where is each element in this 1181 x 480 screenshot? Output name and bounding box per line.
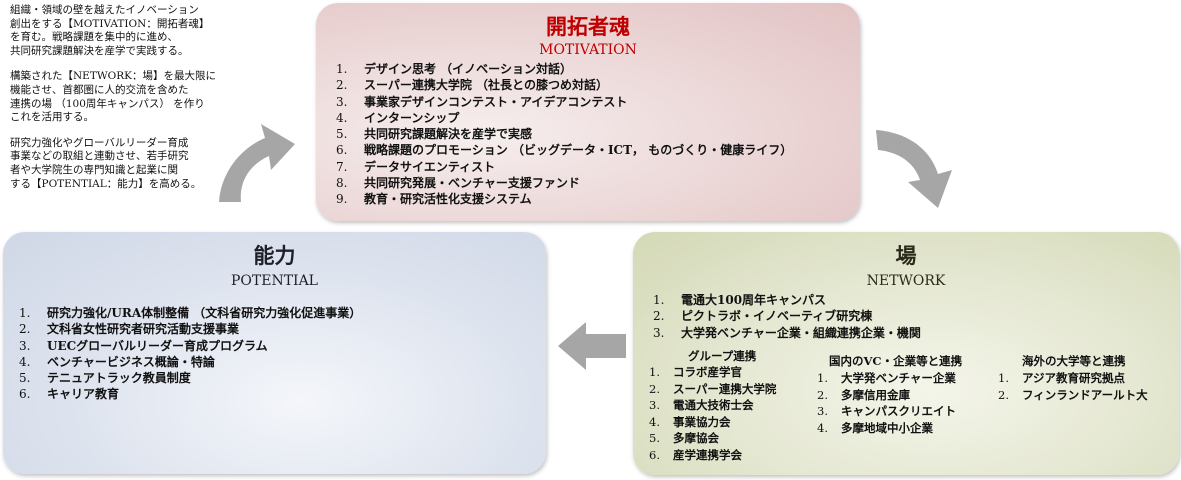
list-item: 1.アジア教育研究拠点 [998, 371, 1126, 385]
domestic-heading: 国内のVC・企業等と連携 [829, 354, 963, 368]
intro-text: 組織・領域の壁を越えたイノベーション 創出をする【MOTIVATION：開拓者魂… [10, 4, 260, 203]
arrow-to-potential-icon [558, 322, 626, 370]
list-item: 2.文科省女性研究者研究活動支援事業 [19, 322, 240, 337]
list-item: 4.事業協力会 [649, 414, 731, 429]
intro-line: これを活用する。 [10, 111, 94, 124]
arrow-shape [219, 124, 295, 202]
intro-line: 者や大学院生の専門知識と起業に関 [10, 163, 178, 176]
list-item: 5.多摩協会 [649, 431, 719, 445]
arrow-to-network-icon [876, 130, 952, 208]
intro-line: を育む。戦略課題を集中的に進め、 [10, 31, 178, 44]
network-title: 場 [895, 243, 917, 268]
arrow-shape [558, 322, 626, 370]
network-box: 場 NETWORK 1.電通大100周年キャンパス 2.ピクトラボ・イノベーティ… [633, 232, 1179, 475]
intro-paragraph: 構築された【NETWORK：場】を最大限に 機能させ、首都圏に人的交流を含めた … [10, 70, 260, 124]
list-item: 2.スーパー連携大学院 [649, 381, 777, 396]
intro-line: 構築された【NETWORK：場】を最大限に [10, 70, 217, 83]
list-item: 1.大学発ベンチャー企業 [817, 371, 956, 385]
list-item: 5.テニュアトラック教員制度 [19, 371, 191, 386]
network-subtitle: NETWORK [866, 273, 946, 289]
intro-line: 共同研究課題解決を産学で実践する。 [10, 44, 189, 57]
arrow-shape [876, 130, 952, 208]
list-item: 6.キャリア教育 [19, 387, 120, 402]
intro-line: 連携の場 （100周年キャンパス） を作り [10, 97, 205, 110]
motivation-box: 開拓者魂 MOTIVATION 1.デザイン思考 （イノベーション対話） 2.ス… [316, 3, 860, 221]
potential-title: 能力 [253, 243, 296, 268]
list-item: 6.産学連携学会 [649, 447, 742, 462]
list-item: 3.UECグローバルリーダー育成プログラム [19, 338, 268, 353]
intro-paragraph: 組織・領域の壁を越えたイノベーション 創出をする【MOTIVATION：開拓者魂… [10, 4, 260, 58]
list-item: 3.電通大技術士会 [649, 398, 754, 412]
overseas-list: 1.アジア教育研究拠点 2.フィンランドアールト大 [998, 370, 1148, 403]
motivation-title: 開拓者魂 [546, 14, 630, 39]
list-item: 1.デザイン思考 （イノベーション対話） [336, 62, 572, 76]
domestic-list: 1.大学発ベンチャー企業 2.多摩信用金庫 3.キャンパスクリエイト 4.多摩地… [817, 370, 956, 436]
list-item: 7.データサイエンティスト [336, 159, 496, 174]
list-item: 2.スーパー連携大学院 （社長との膝つめ対話） [336, 78, 608, 93]
intro-line: 創出をする【MOTIVATION：開拓者魂】 [10, 17, 210, 30]
intro-line: 機能させ、首都圏に人的交流を含めた [10, 83, 189, 96]
motivation-subtitle: MOTIVATION [539, 42, 637, 58]
intro-line: 組織・領域の壁を越えたイノベーション [10, 4, 199, 16]
list-item: 4.ベンチャービジネス概論・特論 [19, 354, 215, 369]
potential-list: 1.研究力強化/URA体制整備 （文科省研究力強化促進事業） 2.文科省女性研究… [19, 305, 361, 403]
list-item: 9.教育・研究活性化支援システム [336, 192, 532, 207]
arrow-to-motivation-icon [219, 124, 295, 202]
list-item: 5.共同研究課題解決を産学で実感 [336, 127, 533, 142]
list-item: 8.共同研究発展・ベンチャー支援ファンド [336, 176, 580, 191]
list-item: 3.キャンパスクリエイト [817, 404, 956, 418]
list-item: 2.フィンランドアールト大 [998, 387, 1148, 402]
intro-paragraph: 研究力強化やグローバルリーダー育成 事業などの取組と連動させ、若手研究 者や大学… [10, 137, 260, 191]
list-item: 4.インターンシップ [336, 110, 460, 125]
potential-box: 能力 POTENTIAL 1.研究力強化/URA体制整備 （文科省研究力強化促進… [3, 232, 546, 474]
group-list: 1.コラボ産学官 2.スーパー連携大学院 3.電通大技術士会 4.事業協力会 5… [649, 364, 776, 463]
motivation-list: 1.デザイン思考 （イノベーション対話） 2.スーパー連携大学院 （社長との膝つ… [336, 61, 792, 208]
network-list: 1.電通大100周年キャンパス 2.ピクトラボ・イノベーティブ研究棟 3.大学発… [653, 292, 921, 341]
intro-line: 研究力強化やグローバルリーダー育成 [10, 136, 189, 149]
list-item: 1.コラボ産学官 [649, 365, 742, 379]
list-item: 2.多摩信用金庫 [817, 387, 910, 402]
group-heading: グループ連携 [688, 349, 757, 363]
list-item: 6.戦略課題のプロモーション （ビッグデータ・ICT， ものづくり・健康ライフ） [336, 143, 793, 158]
list-item: 2.ピクトラボ・イノベーティブ研究棟 [653, 309, 873, 324]
overseas-heading: 海外の大学等と連携 [1022, 354, 1126, 368]
list-item: 1.電通大100周年キャンパス [653, 293, 827, 307]
intro-line: する【POTENTIAL：能力】を高める。 [10, 177, 202, 190]
list-item: 1.研究力強化/URA体制整備 （文科省研究力強化促進事業） [19, 306, 362, 320]
potential-subtitle: POTENTIAL [231, 273, 318, 289]
list-item: 3.大学発ベンチャー企業・組織連携企業・機関 [653, 325, 921, 340]
list-item: 3.事業家デザインコンテスト・アイデアコンテスト [336, 94, 628, 109]
intro-line: 事業などの取組と連動させ、若手研究 [10, 150, 189, 163]
list-item: 4.多摩地域中小企業 [817, 420, 933, 435]
